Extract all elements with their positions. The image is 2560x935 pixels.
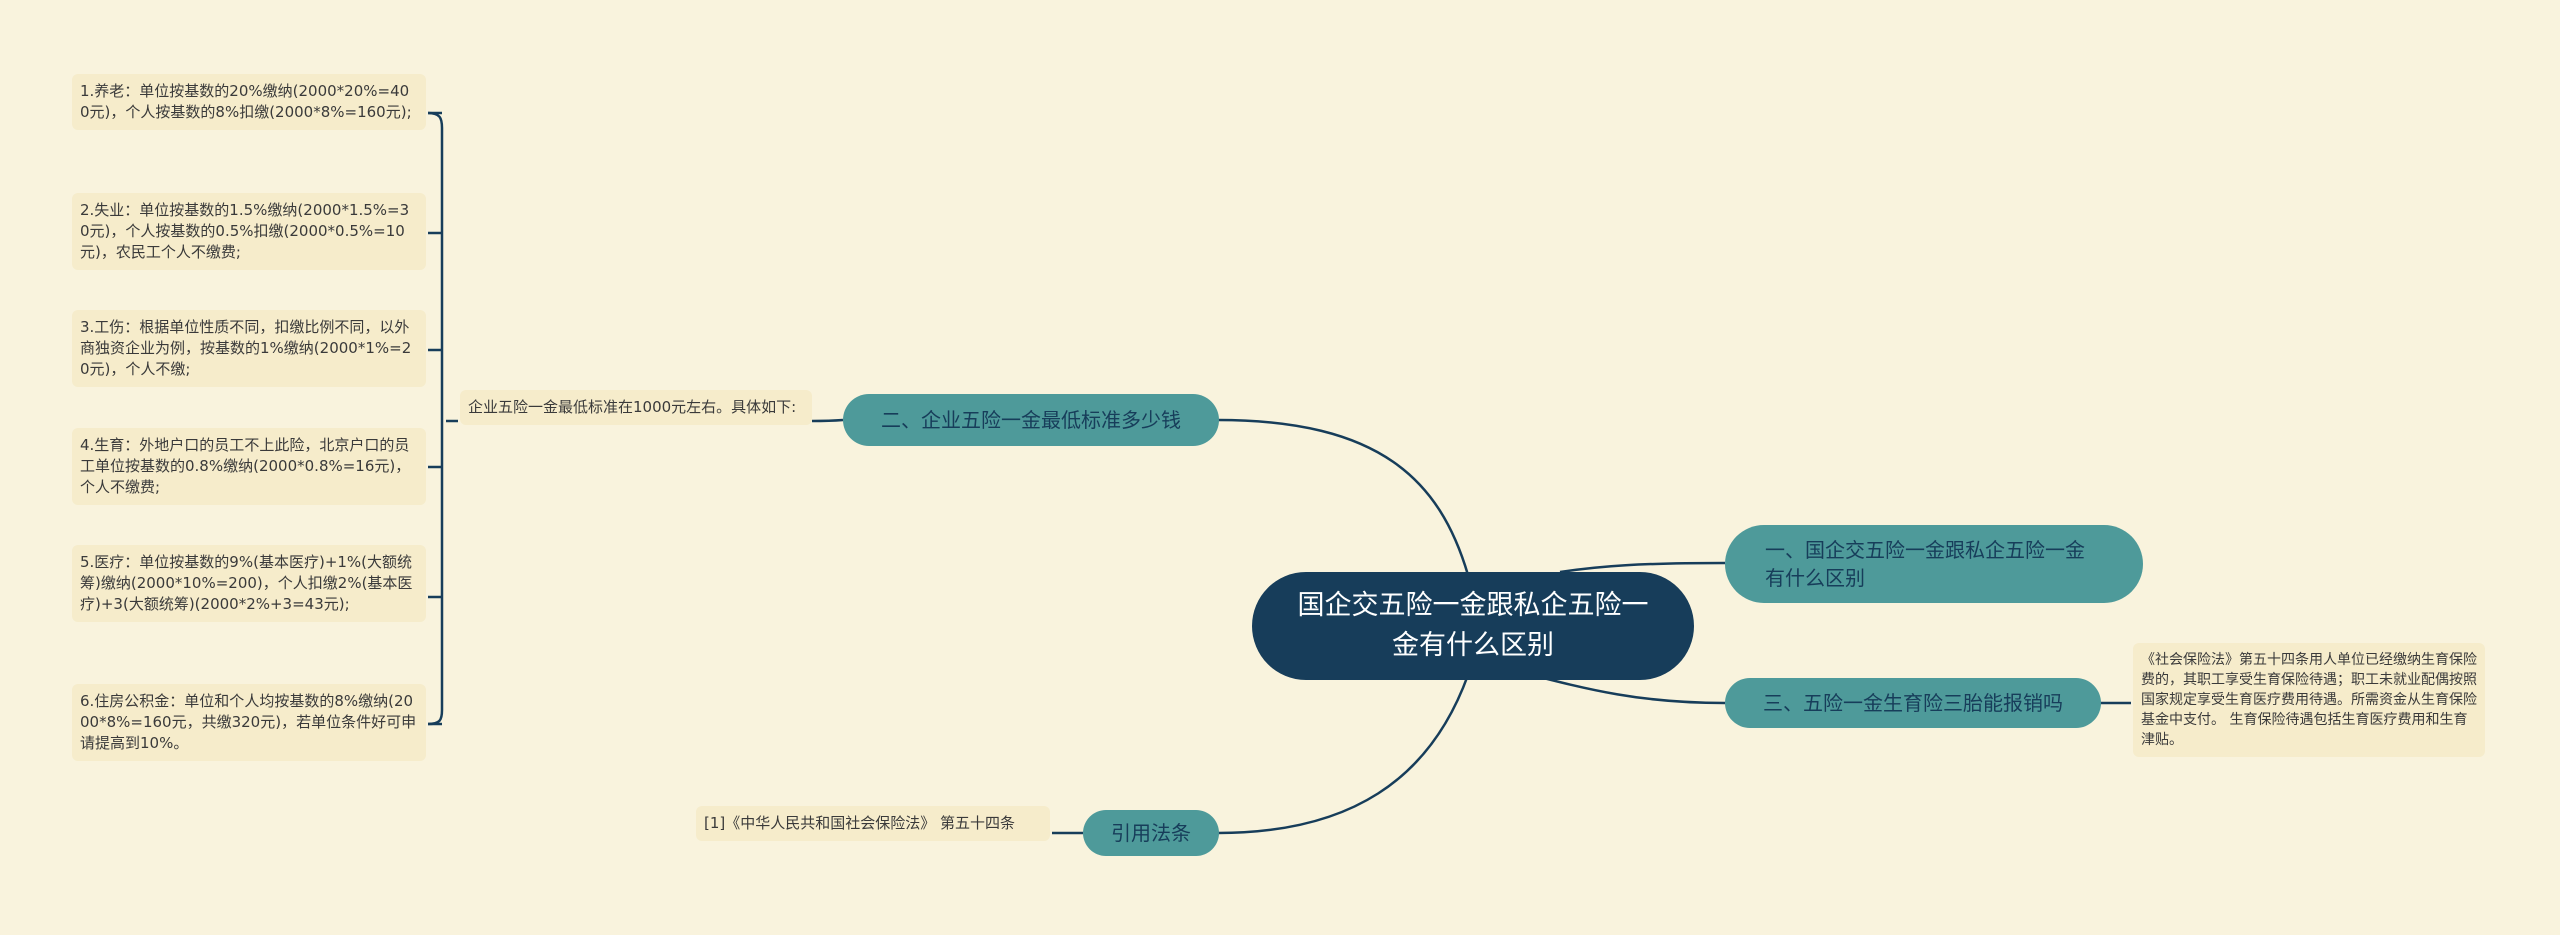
items-bracket [427,111,444,726]
item-maternity: 4.生育：外地户口的员工不上此险，北京户口的员工单位按基数的0.8%缴纳(200… [72,428,426,505]
item-pension: 1.养老：单位按基数的20%缴纳(2000*20%=400元)，个人按基数的8%… [72,74,426,130]
branch-min-standard[interactable]: 二、企业五险一金最低标准多少钱 [843,394,1219,446]
central-topic[interactable]: 国企交五险一金跟私企五险一金有什么区别 [1252,572,1694,680]
connector-min-standard-to-intro [811,418,844,423]
item-housing-fund: 6.住房公积金：单位和个人均按基数的8%缴纳(2000*8%=160元，共缴32… [72,684,426,761]
branch-citation[interactable]: 引用法条 [1083,810,1219,856]
item-unemployment: 2.失业：单位按基数的1.5%缴纳(2000*1.5%=30元)，个人按基数的0… [72,193,426,270]
branch-difference[interactable]: 一、国企交五险一金跟私企五险一金有什么区别 [1725,525,2143,603]
item-injury: 3.工伤：根据单位性质不同，扣缴比例不同，以外商独资企业为例，按基数的1%缴纳(… [72,310,426,387]
connector-central-to-citation [1217,674,1470,835]
maternity-law-text: 《社会保险法》第五十四条用人单位已经缴纳生育保险费的，其职工享受生育保险待遇；职… [2133,643,2485,757]
branch-maternity[interactable]: 三、五险一金生育险三胎能报销吗 [1725,678,2101,728]
min-standard-intro: 企业五险一金最低标准在1000元左右。具体如下: [460,390,812,425]
connector-central-to-min-standard [1217,418,1470,576]
citation-text: [1]《中华人民共和国社会保险法》 第五十四条 [696,806,1050,841]
connector-central-to-difference [1559,561,1726,574]
item-medical: 5.医疗：单位按基数的9%(基本医疗)+1%(大额统筹)缴纳(2000*10%=… [72,545,426,622]
